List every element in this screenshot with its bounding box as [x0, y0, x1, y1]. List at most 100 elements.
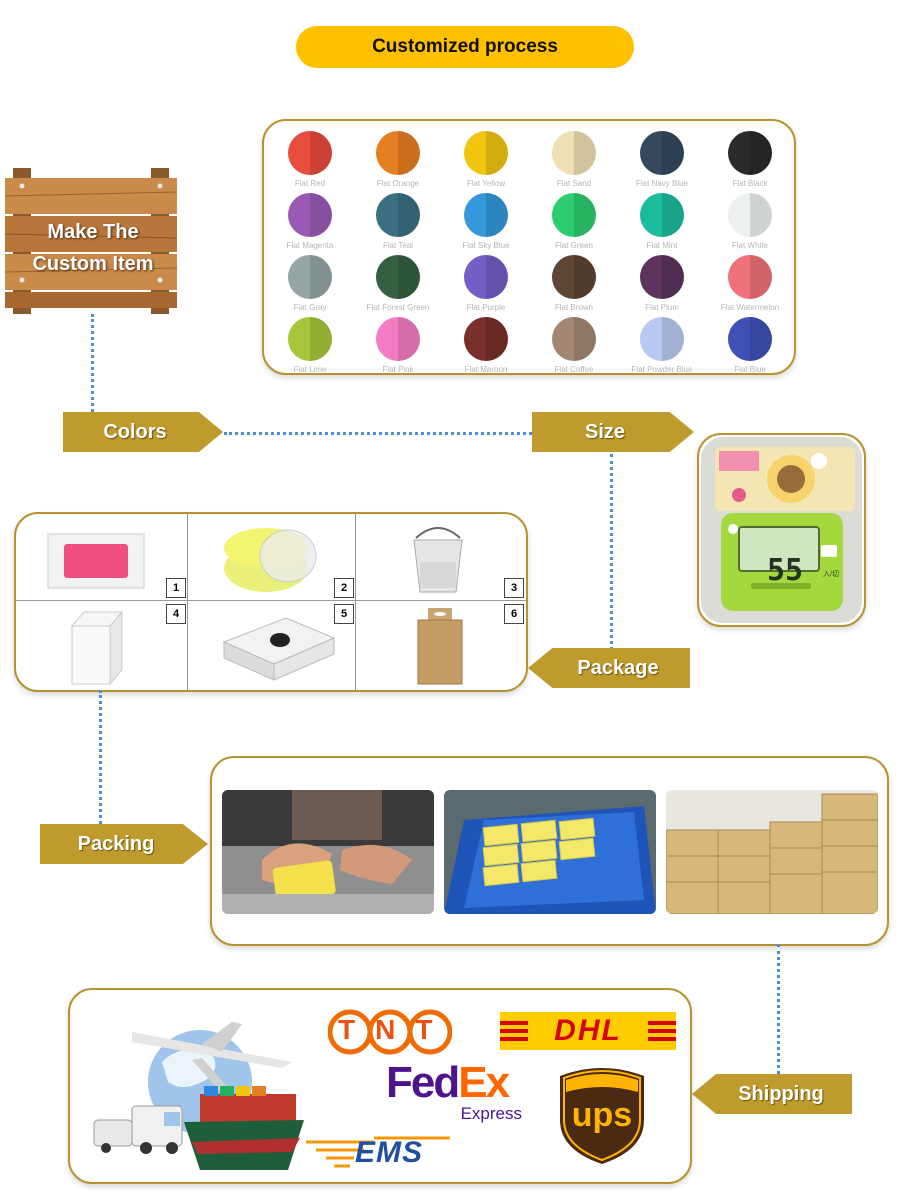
ems-text: EMS: [354, 1136, 423, 1169]
color-swatch[interactable]: Flat Powder Blue: [618, 317, 706, 374]
color-swatch[interactable]: Flat Brown: [530, 255, 618, 312]
color-swatch-label: Flat Watermelon: [720, 303, 780, 312]
ems-wings-icon: [306, 1136, 450, 1168]
color-swatch-label: Flat Sand: [556, 179, 592, 188]
color-swatch-dot: [376, 255, 420, 299]
color-swatch[interactable]: Flat Navy Blue: [618, 131, 706, 188]
shipping-carriers-box: TNT DHL FedEx Express ups EMS: [68, 988, 692, 1184]
color-swatch-label: Flat White: [731, 241, 768, 250]
sign-line-2: Custom Item: [32, 253, 154, 275]
fedex-logo: FedEx Express: [386, 1060, 526, 1124]
color-swatch[interactable]: Flat Gray: [266, 255, 354, 312]
color-swatch-dot: [288, 317, 332, 361]
package-option-1[interactable]: 1: [166, 578, 186, 598]
color-swatch-label: Flat Lime: [293, 365, 327, 374]
connector-sign-colors: [91, 314, 94, 412]
color-swatch[interactable]: Flat Pink: [354, 317, 442, 374]
ups-text: ups: [571, 1096, 633, 1134]
scale-reading: 55: [766, 553, 804, 588]
package-option-4[interactable]: 4: [166, 604, 186, 624]
fedex-ex-text: Ex: [458, 1058, 510, 1107]
color-swatch[interactable]: Flat Red: [266, 131, 354, 188]
color-swatch-dot: [288, 131, 332, 175]
packing-photo-hands: [222, 790, 434, 914]
dhl-logo: DHL: [500, 1012, 676, 1050]
tnt-logo-icon: [327, 1009, 453, 1055]
color-swatch[interactable]: Flat Yellow: [442, 131, 530, 188]
packing-photo-tray: [444, 790, 656, 914]
package-window-box-icon: [222, 617, 336, 681]
package-option-3[interactable]: 3: [504, 578, 524, 598]
sign-line-1: Make The: [47, 221, 139, 243]
color-swatch[interactable]: Flat Forest Green: [354, 255, 442, 312]
color-swatch[interactable]: Flat Blue: [706, 317, 794, 374]
package-kraft-box-icon: [417, 608, 463, 685]
color-swatch-label: Flat Powder Blue: [631, 365, 693, 374]
color-swatch-dot: [464, 255, 508, 299]
connector-package-packing: [99, 690, 102, 824]
ups-shield-icon: [560, 1068, 644, 1164]
color-swatch[interactable]: Flat Black: [706, 131, 794, 188]
package-option-2[interactable]: 2: [334, 578, 354, 598]
color-swatch[interactable]: Flat Sky Blue: [442, 193, 530, 250]
wooden-sign: Make The Custom Item: [4, 168, 178, 314]
color-swatch-label: Flat Navy Blue: [635, 179, 689, 188]
color-swatch-label: Flat Maroon: [464, 365, 508, 374]
color-swatch[interactable]: Flat Coffee: [530, 317, 618, 374]
color-swatch[interactable]: Flat White: [706, 193, 794, 250]
color-swatch-label: Flat Sky Blue: [462, 241, 510, 250]
tnt-text: TNT: [338, 1014, 453, 1045]
fedex-fed-text: Fed: [386, 1058, 460, 1107]
ups-logo: ups: [556, 1062, 648, 1166]
color-swatch-label: Flat Mint: [646, 241, 678, 250]
package-tub-icon: [224, 528, 317, 592]
page-title: Customized process: [296, 26, 634, 68]
color-swatch-label: Flat Black: [732, 179, 768, 188]
color-swatch[interactable]: Flat Watermelon: [706, 255, 794, 312]
package-option-5[interactable]: 5: [334, 604, 354, 624]
color-swatch[interactable]: Flat Green: [530, 193, 618, 250]
color-swatch-dot: [464, 131, 508, 175]
dhl-text: DHL: [528, 1014, 648, 1048]
color-swatch-label: Flat Red: [294, 179, 326, 188]
color-swatch[interactable]: Flat Orange: [354, 131, 442, 188]
color-swatch-label: Flat Green: [555, 241, 593, 250]
color-swatch-label: Flat Coffee: [554, 365, 594, 374]
color-swatch-label: Flat Purple: [466, 303, 506, 312]
color-swatch-label: Flat Orange: [376, 179, 420, 188]
color-swatch-dot: [728, 131, 772, 175]
color-swatch-dot: [464, 317, 508, 361]
tnt-logo: TNT: [327, 1008, 453, 1056]
color-swatch[interactable]: Flat Sand: [530, 131, 618, 188]
package-bucket-icon: [413, 527, 463, 593]
color-swatch[interactable]: Flat Mint: [618, 193, 706, 250]
connector-packing-shipping: [777, 944, 780, 1074]
package-option-6[interactable]: 6: [504, 604, 524, 624]
color-swatch[interactable]: Flat Maroon: [442, 317, 530, 374]
transport-illustration: [93, 1022, 304, 1170]
color-swatch[interactable]: Flat Lime: [266, 317, 354, 374]
color-swatch-dot: [552, 255, 596, 299]
color-swatch-label: Flat Gray: [293, 303, 327, 312]
color-swatch-dot: [728, 193, 772, 237]
color-swatch[interactable]: Flat Purple: [442, 255, 530, 312]
scale-photo: [701, 437, 862, 623]
color-swatch-dot: [288, 255, 332, 299]
color-swatch-label: Flat Blue: [734, 365, 766, 374]
color-swatch[interactable]: Flat Plum: [618, 255, 706, 312]
color-swatch[interactable]: Flat Magenta: [266, 193, 354, 250]
color-swatch-dot: [376, 317, 420, 361]
color-swatch-dot: [552, 131, 596, 175]
color-swatch[interactable]: Flat Teal: [354, 193, 442, 250]
fedex-express-text: Express: [460, 1104, 522, 1123]
size-photo-box: 55 入/切: [697, 433, 866, 627]
color-swatch-dot: [376, 193, 420, 237]
ems-logo: EMS: [304, 1134, 452, 1174]
packing-photo-cartons: [666, 790, 878, 914]
packing-photos-box: [210, 756, 889, 946]
color-swatch-dot: [640, 317, 684, 361]
color-swatch-label: Flat Brown: [554, 303, 594, 312]
color-swatch-dot: [640, 131, 684, 175]
step-shipping: Shipping: [692, 1074, 852, 1114]
